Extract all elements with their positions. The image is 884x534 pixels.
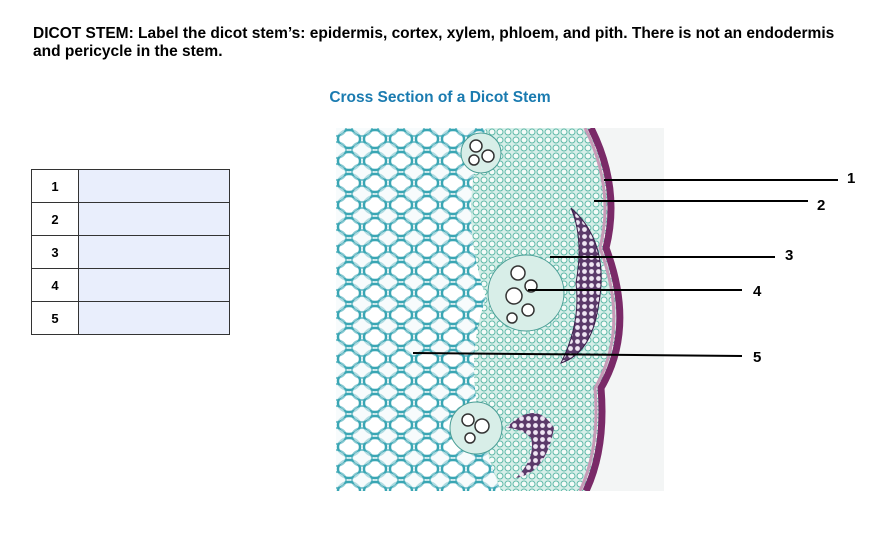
- dicot-stem-micrograph: [336, 128, 664, 491]
- answer-table: 1 2 3 4 5: [31, 169, 230, 335]
- answer-input-1[interactable]: [79, 170, 229, 202]
- answer-input-3[interactable]: [79, 236, 229, 268]
- callout-label-1: 1: [847, 170, 856, 187]
- row-number: 1: [31, 169, 79, 203]
- table-row: 2: [31, 202, 230, 236]
- answer-input-2[interactable]: [79, 203, 229, 235]
- row-number: 4: [31, 268, 79, 302]
- answer-input-4[interactable]: [79, 269, 229, 301]
- table-row: 5: [31, 301, 230, 335]
- answer-cell[interactable]: [78, 268, 230, 302]
- callout-label-5: 5: [753, 349, 762, 366]
- figure-title: Cross Section of a Dicot Stem: [329, 89, 551, 106]
- callout-label-2: 2: [817, 197, 826, 214]
- answer-cell[interactable]: [78, 235, 230, 269]
- row-number: 5: [31, 301, 79, 335]
- instructions-heading: DICOT STEM: Label the dicot stem’s: epid…: [33, 25, 835, 60]
- row-number: 2: [31, 202, 79, 236]
- row-number: 3: [31, 235, 79, 269]
- answer-cell[interactable]: [78, 202, 230, 236]
- callout-label-4: 4: [753, 283, 762, 300]
- answer-cell[interactable]: [78, 169, 230, 203]
- table-row: 3: [31, 235, 230, 269]
- table-row: 1: [31, 169, 230, 203]
- answer-input-5[interactable]: [79, 302, 229, 334]
- table-row: 4: [31, 268, 230, 302]
- callout-label-3: 3: [785, 247, 794, 264]
- answer-cell[interactable]: [78, 301, 230, 335]
